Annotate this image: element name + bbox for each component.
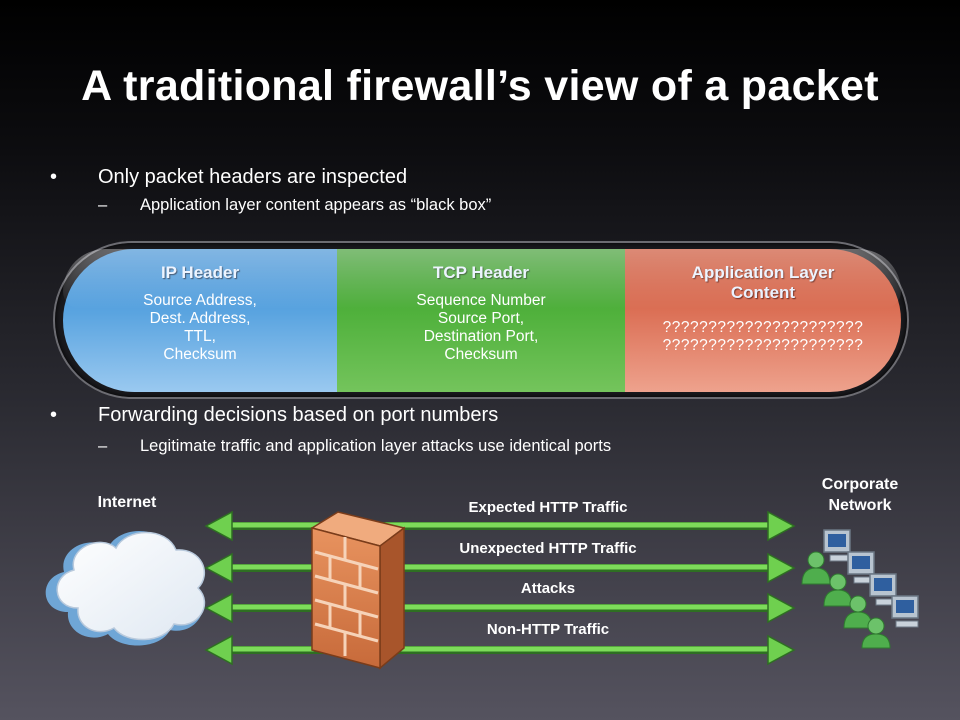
field-line: Dest. Address, <box>149 310 251 327</box>
field-line: Source Port, <box>437 310 525 327</box>
sub-bullet-1: – Application layer content appears as “… <box>98 196 798 218</box>
sub-bullet-marker: – <box>98 196 108 214</box>
workstation <box>843 573 899 629</box>
traffic-arrow-3 <box>204 592 796 624</box>
tcp-header-fields: Sequence Number Source Port, Destination… <box>337 292 625 364</box>
sub-bullet-text: Legitimate traffic and application layer… <box>140 437 612 455</box>
field-line: Sequence Number <box>416 292 546 309</box>
application-content-data: ?????????????????????? ?????????????????… <box>625 319 901 355</box>
tcp-header-segment: TCP Header Sequence Number Source Port, … <box>337 249 625 392</box>
bullet-text: Only packet headers are inspected <box>98 166 408 188</box>
label-line: Corporate <box>821 476 899 493</box>
field-line: Destination Port, <box>423 328 539 345</box>
internet-label: Internet <box>97 494 157 511</box>
packet-diagram: IP Header Source Address, Dest. Address,… <box>63 249 901 392</box>
traffic-arrow-2 <box>204 552 796 584</box>
bullet-text: Forwarding decisions based on port numbe… <box>98 404 499 426</box>
title-line: Application Layer <box>691 263 835 282</box>
title-line: Content <box>730 283 796 302</box>
sub-bullet-marker: – <box>98 437 108 455</box>
tcp-header-title: TCP Header <box>432 263 530 282</box>
application-content-title: Application Layer Content <box>633 263 893 303</box>
sub-bullet-2: – Legitimate traffic and application lay… <box>98 437 898 459</box>
bullet-marker: • <box>50 166 58 188</box>
field-line: Source Address, <box>143 292 257 309</box>
bullet-2: • Forwarding decisions based on port num… <box>50 404 750 430</box>
label-line: Network <box>828 497 892 514</box>
traffic-arrow-1 <box>204 510 796 542</box>
traffic-arrow-4 <box>204 634 796 666</box>
ip-header-title: IP Header <box>160 263 240 282</box>
traffic-label-non-http: Non-HTTP Traffic <box>486 621 610 638</box>
field-line: Checksum <box>163 346 237 363</box>
ip-header-fields: Source Address, Dest. Address, TTL, Chec… <box>63 292 337 364</box>
sub-bullet-text: Application layer content appears as “bl… <box>140 196 492 214</box>
unknown-data-line: ?????????????????????? <box>662 319 864 336</box>
bullet-1: • Only packet headers are inspected <box>50 166 650 192</box>
field-line: Checksum <box>444 346 518 363</box>
unknown-data-line: ?????????????????????? <box>662 337 864 354</box>
corporate-network-label: Corporate Network <box>800 474 920 516</box>
application-content-segment: Application Layer Content ??????????????… <box>625 249 901 392</box>
slide-title: A traditional firewall’s view of a packe… <box>81 62 879 110</box>
firewall-icon <box>310 511 406 670</box>
workstation <box>801 529 853 585</box>
computer-users-icon <box>801 529 919 649</box>
workstation <box>861 595 919 649</box>
field-line: TTL, <box>184 328 216 345</box>
traffic-label-unexpected-http: Unexpected HTTP Traffic <box>459 540 637 557</box>
traffic-label-attacks: Attacks <box>520 580 576 597</box>
bullet-marker: • <box>50 404 58 426</box>
traffic-label-expected-http: Expected HTTP Traffic <box>468 499 628 516</box>
ip-header-segment: IP Header Source Address, Dest. Address,… <box>63 249 337 392</box>
workstation <box>823 551 877 607</box>
cloud-icon <box>45 531 206 646</box>
